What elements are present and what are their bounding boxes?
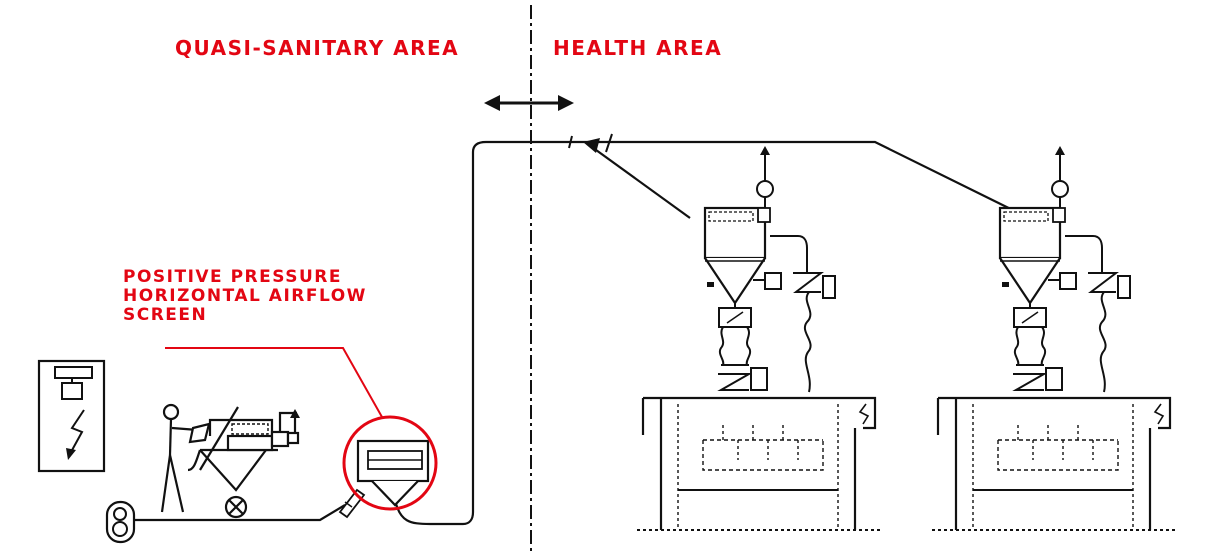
operator-figure-icon: [160, 403, 211, 513]
double-arrow-icon: [484, 95, 574, 111]
quasi-sanitary-area-label: QUASI-SANITARY AREA: [175, 36, 460, 60]
blower-icon: [105, 500, 136, 544]
receiver-unit-2: [930, 144, 1180, 532]
receiver-unit-1: [635, 144, 885, 532]
control-panel-icon: [37, 359, 106, 473]
branch-line: [584, 141, 691, 219]
conveying-pipeline: [130, 140, 1044, 526]
screen-label-line-3: SCREEN: [123, 305, 208, 325]
health-area-label: HEALTH AREA: [553, 36, 723, 60]
diverter-valve-icon: [568, 133, 613, 153]
leader-line: [165, 347, 383, 418]
screen-label-line-1: POSITIVE PRESSURE: [123, 267, 342, 287]
airflow-screen-label: POSITIVE PRESSURE HORIZONTAL AIRFLOW SCR…: [123, 268, 367, 325]
airflow-screen-icon: [338, 415, 438, 519]
screen-label-line-2: HORIZONTAL AIRFLOW: [123, 286, 367, 306]
highlight-circle: [342, 415, 438, 511]
bag-dump-station-icon: [187, 406, 300, 519]
